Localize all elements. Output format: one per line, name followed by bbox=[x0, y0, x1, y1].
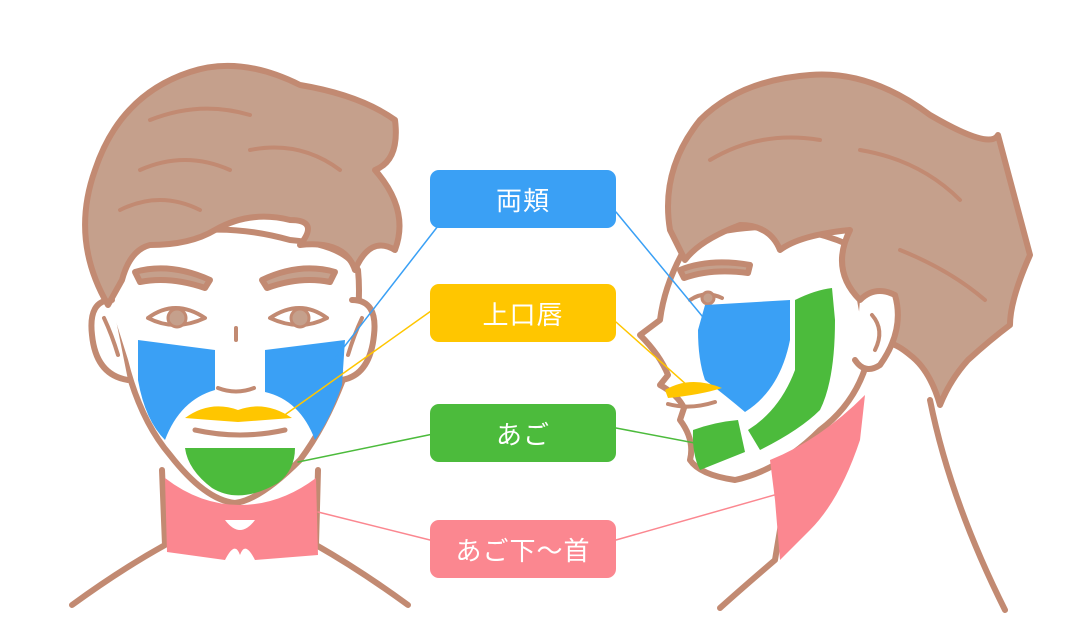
side-hair bbox=[665, 71, 1033, 408]
label-under-chin-neck: あご下〜首 bbox=[430, 520, 616, 578]
side-ear bbox=[852, 288, 901, 372]
connector-lines bbox=[285, 211, 786, 543]
connector-lip-side bbox=[615, 321, 689, 387]
side-face bbox=[637, 71, 1033, 613]
connector-neck-front bbox=[317, 511, 439, 543]
front-zone-upper-lip bbox=[185, 406, 292, 422]
front-right-eye bbox=[268, 306, 329, 327]
connector-chin-front bbox=[297, 432, 439, 463]
front-zone-cheek-left bbox=[138, 340, 215, 440]
connector-chin-side bbox=[615, 427, 701, 445]
front-zone-chin bbox=[185, 448, 295, 496]
connector-cheeks-side bbox=[615, 211, 713, 329]
front-mouth bbox=[192, 427, 288, 438]
front-left-ear bbox=[88, 297, 131, 383]
connector-neck-side bbox=[615, 491, 786, 541]
front-hair bbox=[82, 62, 403, 308]
connector-cheeks-front bbox=[329, 225, 439, 366]
front-right-ear bbox=[339, 297, 378, 383]
side-neck-outline bbox=[927, 397, 1008, 613]
front-neck-outline bbox=[69, 467, 168, 608]
front-left-eyebrow bbox=[132, 265, 213, 291]
side-eyebrow bbox=[677, 259, 753, 281]
connector-lip-front bbox=[285, 305, 439, 415]
front-zone-under-chin-neck bbox=[165, 478, 318, 560]
side-zone-upper-lip bbox=[665, 381, 722, 398]
label-chin: あご bbox=[430, 404, 616, 462]
front-right-eyebrow bbox=[259, 265, 338, 291]
label-cheeks: 両頬 bbox=[430, 170, 616, 228]
front-left-eye bbox=[146, 306, 207, 327]
front-face bbox=[69, 62, 411, 608]
front-zone-cheek-right bbox=[265, 340, 345, 440]
label-upper-lip: 上口唇 bbox=[430, 284, 616, 342]
side-zone-chin bbox=[748, 288, 835, 450]
side-zone-cheek bbox=[698, 300, 790, 412]
side-zone-under-chin-neck bbox=[770, 395, 865, 560]
